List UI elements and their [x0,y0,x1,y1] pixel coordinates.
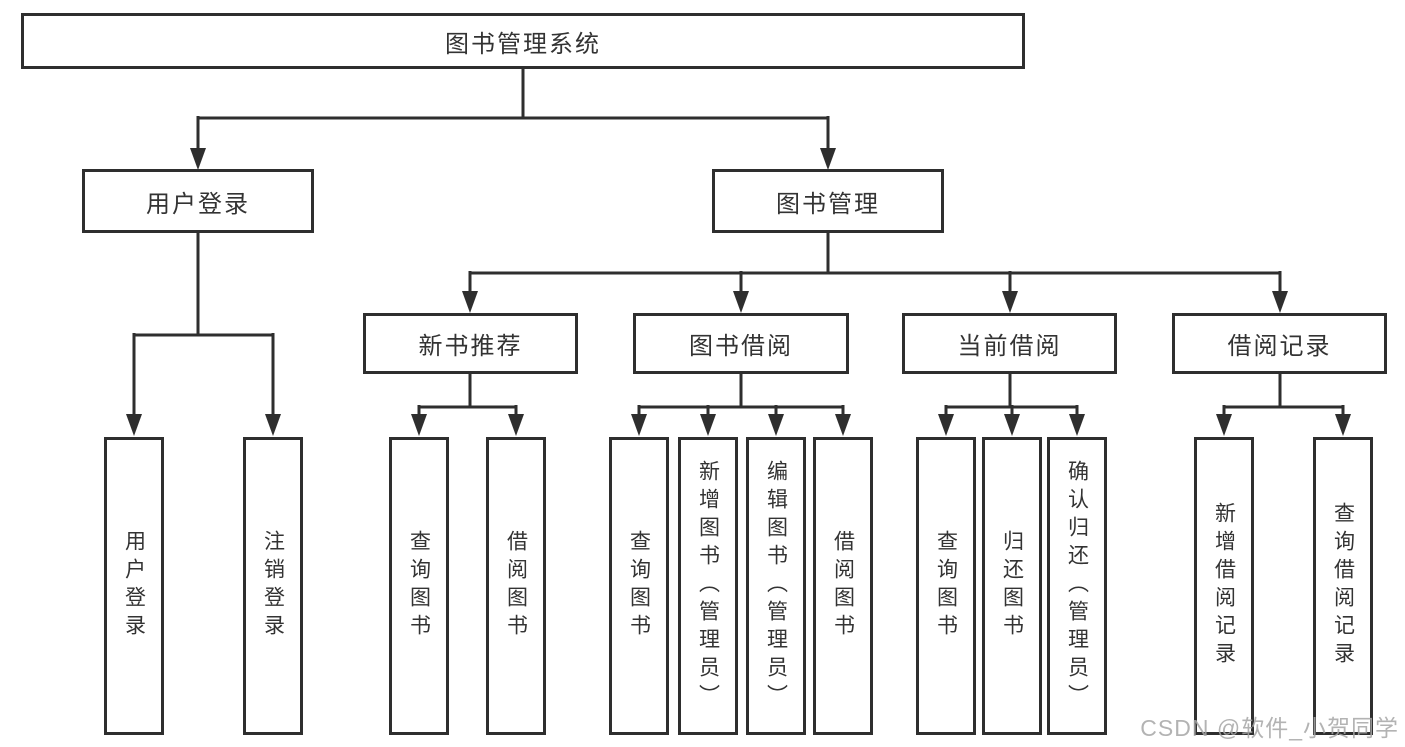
arrow-icon [938,414,954,436]
arrow-icon [1272,291,1288,313]
node-add-borrow-record: 新增借阅记录 [1194,437,1254,735]
node-query-books-recommend: 查询图书 [389,437,449,735]
node-label: 查询借阅记录 [1331,502,1355,670]
node-label: 归还图书 [1000,530,1024,642]
connector-root-to-level2 [196,69,830,150]
arrow-icon [190,148,206,170]
node-query-books-current: 查询图书 [916,437,976,735]
node-borrow-books: 借阅图书 [813,437,873,735]
node-book-management: 图书管理 [712,169,944,233]
node-confirm-return-admin: 确认归还（管理员） [1047,437,1107,735]
node-user-login: 用户登录 [82,169,314,233]
arrow-icon [1004,414,1020,436]
node-return-books: 归还图书 [982,437,1042,735]
arrow-icon [462,291,478,313]
node-book-borrow: 图书借阅 [633,313,849,374]
arrow-icon [733,291,749,313]
node-query-books-borrow: 查询图书 [609,437,669,735]
node-edit-book-admin: 编辑图书（管理员） [746,437,806,735]
node-query-borrow-record: 查询借阅记录 [1313,437,1373,735]
node-label: 借阅图书 [831,530,855,642]
watermark: CSDN @软件_小贺同学 [1140,715,1399,741]
node-label: 注销登录 [261,530,285,642]
arrow-icon [768,414,784,436]
node-label: 借阅图书 [504,530,528,642]
node-borrow-records: 借阅记录 [1172,313,1387,374]
arrow-icon [1069,414,1085,436]
node-borrow-books-recommend: 借阅图书 [486,437,546,735]
node-label: 新增图书（管理员） [696,460,720,712]
node-label: 查询图书 [627,530,651,642]
connector-user-login-branch [132,232,275,416]
node-new-book-recommend: 新书推荐 [363,313,578,374]
node-logout: 注销登录 [243,437,303,735]
connector-book-borrow-branch [637,373,845,416]
node-current-borrow: 当前借阅 [902,313,1117,374]
arrow-icon [508,414,524,436]
arrow-icon [1216,414,1232,436]
arrow-icon [820,148,836,170]
arrow-icon [126,414,142,436]
node-label: 用户登录 [122,530,146,642]
arrow-icon [265,414,281,436]
connector-new-books-branch [417,373,518,416]
connector-borrow-records-branch [1222,373,1345,416]
arrow-icon [1002,291,1018,313]
node-user-login-action: 用户登录 [104,437,164,735]
node-label: 查询图书 [934,530,958,642]
node-label: 查询图书 [407,530,431,642]
arrow-icon [700,414,716,436]
arrow-icon [1335,414,1351,436]
node-label: 新增借阅记录 [1212,502,1236,670]
arrow-icon [835,414,851,436]
arrow-icon [411,414,427,436]
node-label: 编辑图书（管理员） [764,460,788,712]
arrowheads [126,148,1351,436]
connector-book-management-branch [468,232,1282,293]
connector-current-borrow-branch [944,373,1079,416]
node-add-book-admin: 新增图书（管理员） [678,437,738,735]
node-root: 图书管理系统 [21,13,1025,69]
node-label: 确认归还（管理员） [1065,460,1089,712]
arrow-icon [631,414,647,436]
